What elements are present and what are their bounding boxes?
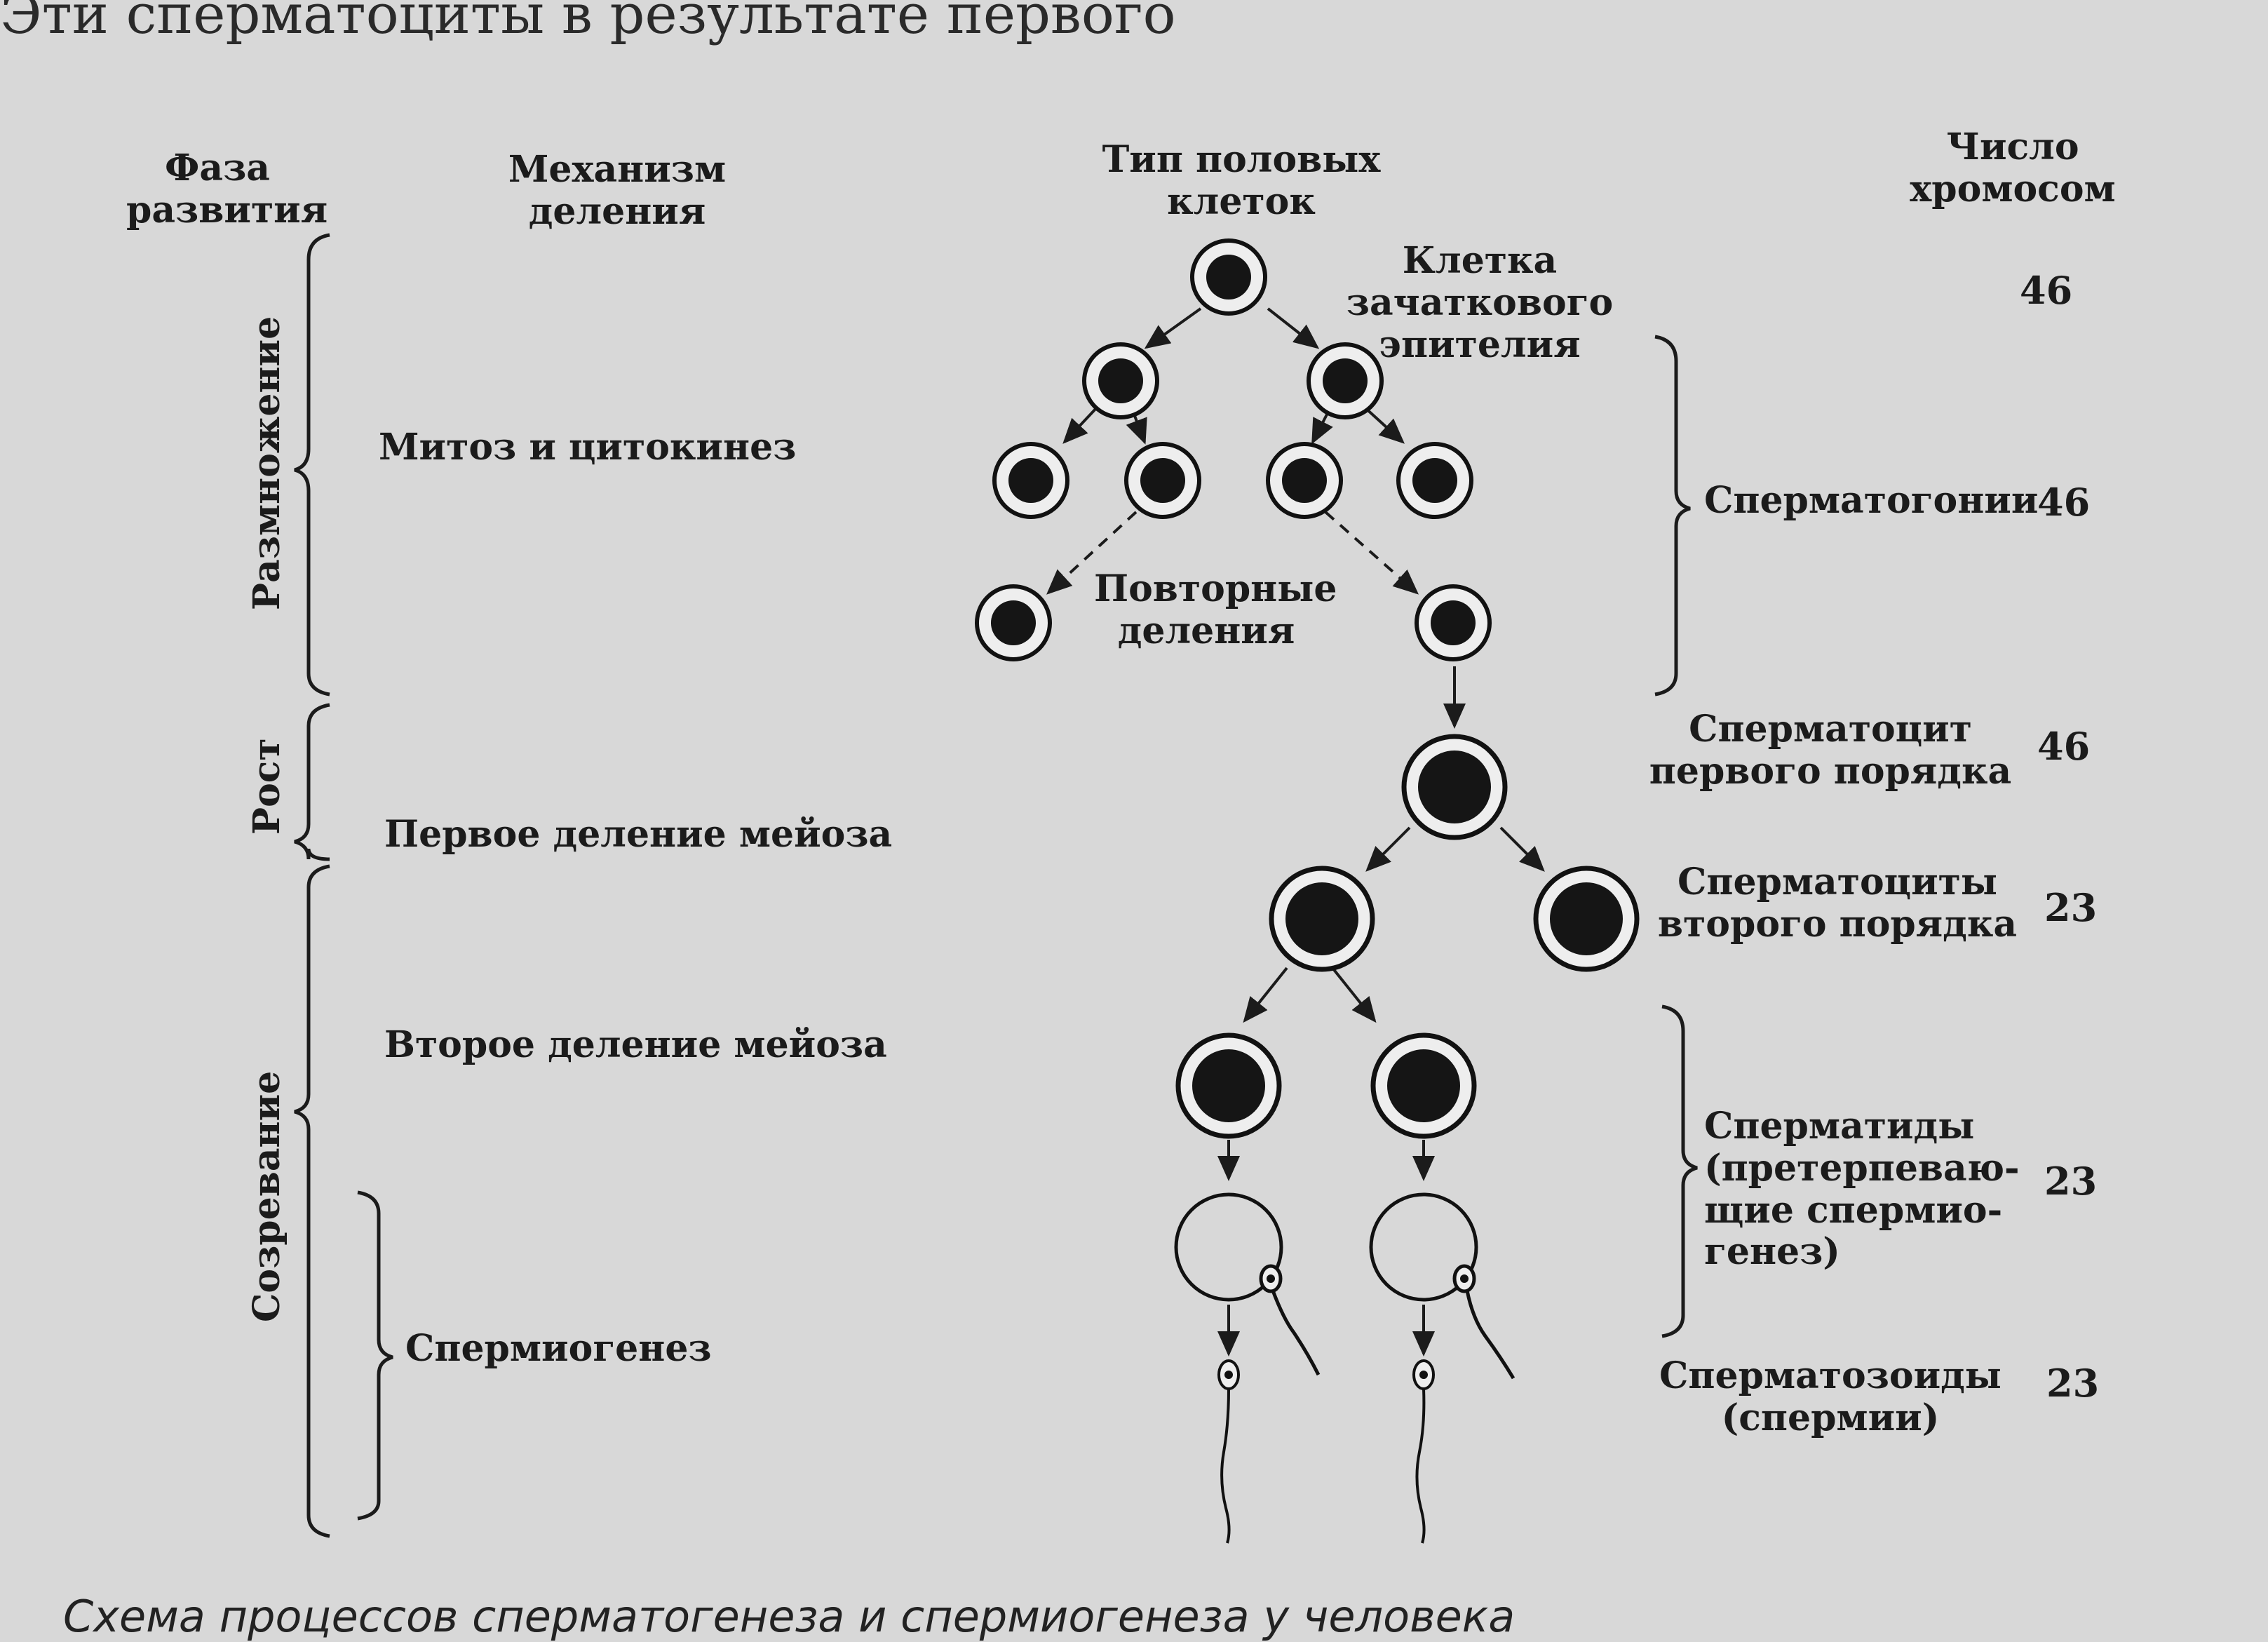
spermatogonium [975,584,1052,661]
count-secondary: 23 [2044,885,2098,930]
spermatogonium [1124,442,1201,519]
count-spermatozoa: 23 [2046,1361,2100,1406]
label-germinal-cell: Клетка зачаткового эпителия [1346,239,1614,366]
transforming-spermatid [1174,1192,1283,1302]
primary-spermatocyte [1401,734,1508,840]
cells [975,238,1640,1139]
top-fragment-text: Эти сперматоциты в результате первого [0,0,1176,46]
brace-spermiogenesis [357,1190,393,1521]
header-chromosomes: Число хромосом [1910,126,2116,210]
secondary-spermatocyte [1269,866,1375,972]
brace-reproduction [294,233,330,696]
sperm-tail [1220,1388,1231,1544]
spermatozoa [1217,1359,1435,1544]
spermatogonium [1307,342,1384,419]
germinal-cell [1190,238,1267,316]
spermatogonium [1415,584,1492,661]
transforming-spermatid [1369,1192,1478,1302]
label-repeated-divisions: Повторные деления [1094,567,1337,652]
mechanism-meiosis-2: Второе деление мейоза [384,1023,887,1066]
mechanism-spermiogenesis: Спермиогенез [405,1327,712,1370]
count-spermatogonia: 46 [2037,480,2091,525]
spermatogonium [1266,442,1343,519]
count-germinal: 46 [2020,268,2073,313]
brace-maturation [294,864,330,1538]
label-primary-spermatocyte: Сперматоцит первого порядка [1649,708,2012,793]
header-mechanism: Механизм деления [508,148,727,233]
label-spermatogonia: Сперматогонии [1704,479,2039,522]
spermatogonium [992,442,1069,519]
forming-sperm-tail [1465,1290,1516,1380]
count-primary: 46 [2037,724,2091,769]
figure-caption: Схема процессов сперматогенеза и спермио… [63,1591,1516,1642]
spermatogonium [1396,442,1473,519]
mechanism-meiosis-1: Первое деление мейоза [384,813,893,856]
spermatid [1175,1032,1282,1139]
phase-braces [294,233,393,1538]
brace-growth [294,703,330,861]
sperm-tail [1415,1388,1426,1544]
right-braces [1654,335,1698,1338]
header-phase: Фаза развития [126,147,328,231]
spermiogenesis-cells [1174,1192,1516,1380]
secondary-spermatocyte [1533,866,1640,972]
header-cell-type: Тип половых клеток [1102,138,1381,223]
label-secondary-spermatocytes: Сперматоциты второго порядка [1657,861,2018,946]
brace-spermatids [1661,1004,1698,1338]
brace-spermatogonia [1654,335,1691,696]
spermatid [1370,1032,1477,1139]
label-spermatozoa: Сперматозоиды (спермии) [1659,1354,2002,1439]
count-spermatids: 23 [2044,1159,2098,1204]
label-spermatids: Сперматиды (претерпеваю- щие спермио- ге… [1704,1105,2020,1274]
forming-sperm-tail [1271,1290,1321,1376]
mechanism-mitosis: Митоз и цитокинез [379,426,797,469]
arrows [1046,307,1545,1357]
spermatogonium [1082,342,1159,419]
